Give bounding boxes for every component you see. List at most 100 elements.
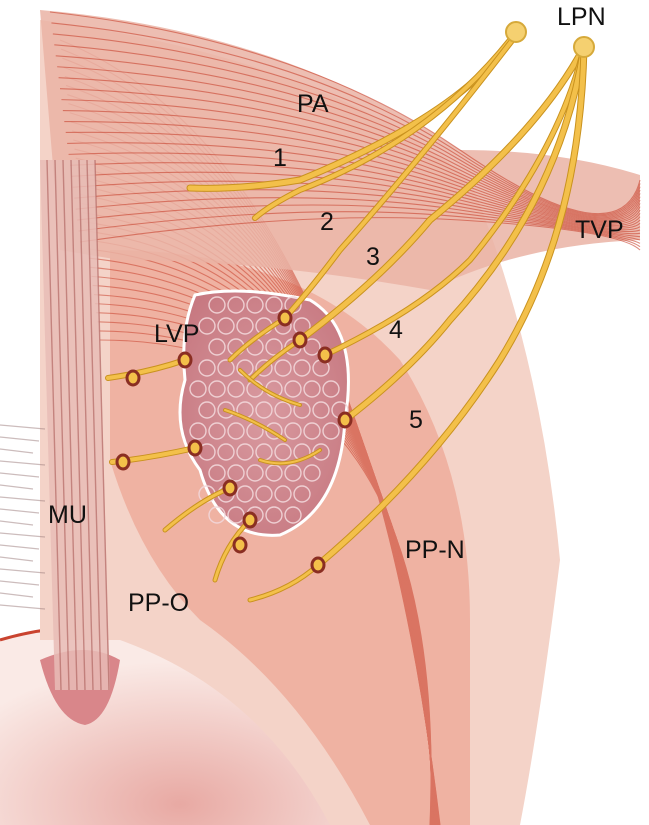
gland-cell [265, 338, 283, 356]
muscle-fiber [0, 592, 34, 598]
muscle-fiber [78, 159, 94, 691]
nerve-branch [297, 44, 587, 343]
label-lvp: LVP [154, 320, 200, 348]
nerve-branch [315, 44, 587, 568]
muscle-fiber [69, 162, 641, 231]
gland-cell [189, 422, 207, 440]
nerve-ending [337, 411, 353, 429]
label-lpn: LPN [557, 3, 606, 31]
gland-cell [236, 443, 254, 461]
muscle-fiber [94, 159, 110, 691]
muscle-fiber [0, 520, 34, 526]
gland-cell [217, 401, 235, 419]
muscle-fiber [75, 197, 641, 241]
gland-cell [236, 485, 254, 503]
muscle-fiber [49, 11, 641, 215]
muscle-fiber [0, 472, 40, 478]
muscle-fiber [0, 544, 40, 550]
muscle-fiber [62, 159, 78, 691]
label-pp-n: PP-N [405, 536, 465, 564]
gland-cell [293, 485, 311, 503]
gland-cell [227, 464, 245, 482]
muscle-fiber [52, 33, 641, 217]
nerve-ending [277, 309, 293, 327]
gland-cell [246, 296, 264, 314]
muscle-fiber [58, 77, 641, 221]
muscle-fiber [0, 496, 46, 502]
muscle-fiber [0, 460, 46, 466]
muscle-fiber [0, 556, 34, 562]
muscle-fiber [62, 110, 641, 224]
nerve-branch [259, 449, 321, 465]
nerve-ending [187, 439, 203, 457]
gland-cell [265, 422, 283, 440]
gland-cell [217, 359, 235, 377]
gland-cell [284, 464, 302, 482]
label-pp-o: PP-O [128, 589, 190, 617]
gland-cell [303, 380, 321, 398]
nerve-branch [342, 44, 587, 423]
muscle-fiber [0, 532, 46, 538]
nerve-ending [310, 556, 326, 574]
muscle-fiber [54, 159, 70, 691]
label-branch-4: 4 [389, 316, 403, 344]
muscle-pa [40, 10, 641, 290]
gland-cell [208, 422, 226, 440]
nerve-branch [224, 409, 286, 441]
gland-region [178, 289, 350, 537]
muscle-fiber [57, 66, 641, 220]
label-branch-3: 3 [366, 243, 380, 271]
gland-cell [208, 380, 226, 398]
lpn-root-left [505, 21, 527, 43]
muscle-fiber [67, 142, 641, 228]
muscle-fiber [0, 484, 34, 490]
muscle-fiber [65, 131, 641, 227]
muscle-fiber [0, 568, 46, 574]
muscle-fiber [77, 204, 641, 244]
muscle-fiber [46, 159, 62, 691]
muscle-fiber [64, 120, 641, 225]
nerve-ending [125, 369, 141, 387]
muscle-fiber [55, 55, 641, 219]
gland-cell [217, 443, 235, 461]
label-branch-1: 1 [273, 144, 287, 172]
gland-cell [208, 296, 226, 314]
gland-cell [274, 359, 292, 377]
gland-cell [246, 464, 264, 482]
gland-cell [284, 506, 302, 524]
gland-cell [312, 401, 330, 419]
gland-cell [198, 317, 216, 335]
gland-cell [208, 506, 226, 524]
gland-cell [274, 401, 292, 419]
gland-cell [227, 422, 245, 440]
nerve-ending [177, 351, 193, 369]
muscle-fiber [0, 448, 34, 454]
label-branch-5: 5 [409, 406, 423, 434]
lpn-root-right [573, 36, 595, 58]
muscle-fiber [59, 88, 641, 222]
nerve-ending [115, 453, 131, 471]
nerve-branch [283, 36, 516, 320]
nerve-branch [253, 38, 512, 220]
nerve-branch [239, 369, 301, 406]
gland-cell [284, 422, 302, 440]
gland-cell [293, 401, 311, 419]
gland-cell [293, 359, 311, 377]
gland-cell [303, 464, 321, 482]
gland-cell [198, 359, 216, 377]
nerve-ending [317, 346, 333, 364]
gland-cell [255, 485, 273, 503]
gland-cell [255, 359, 273, 377]
gland-cell [236, 317, 254, 335]
label-branch-2: 2 [320, 208, 334, 236]
muscle-fiber [78, 211, 641, 248]
gland-cell [217, 317, 235, 335]
muscle-mu [0, 159, 110, 691]
muscle-fiber [72, 180, 641, 235]
gland-cell [227, 380, 245, 398]
nerve-ending [292, 331, 308, 349]
nerve-network [105, 21, 595, 603]
label-tvp: TVP [575, 216, 624, 244]
gland-cell [198, 401, 216, 419]
